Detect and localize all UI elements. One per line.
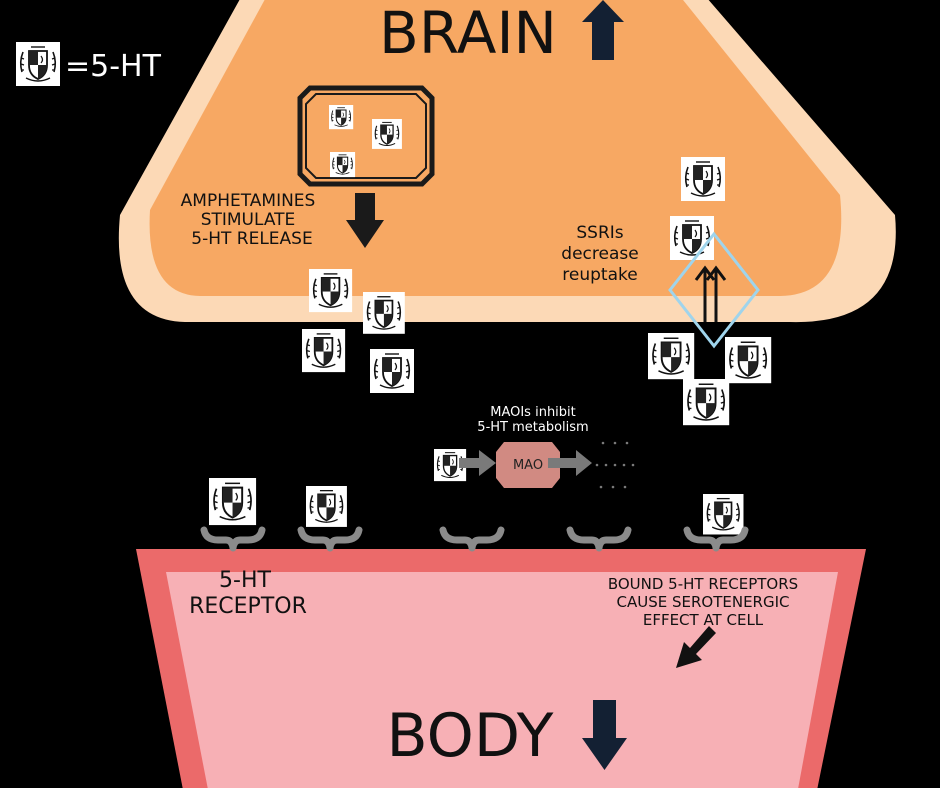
receptor bbox=[443, 530, 501, 548]
release-arrow-icon bbox=[346, 193, 384, 248]
receptors bbox=[204, 530, 745, 548]
amphetamine-line-1: AMPHETAMINES bbox=[181, 191, 316, 211]
released-5ht-icon bbox=[369, 348, 415, 394]
reuptake-5ht-icon bbox=[669, 215, 715, 261]
body-inner-shape bbox=[166, 572, 838, 788]
body-cell: BODY 5-HT RECEPTOR BOUND 5-HT RECEPTORS … bbox=[136, 549, 866, 788]
receptor-line-1: 5-HT bbox=[219, 568, 271, 593]
released-5ht-icon bbox=[308, 268, 354, 314]
cleft-5ht-icon bbox=[682, 378, 731, 427]
metabolite-dots bbox=[595, 441, 635, 489]
brain-inner-shape bbox=[149, 0, 842, 296]
vesicle-5ht-icon bbox=[371, 118, 403, 150]
legend: =5-HT bbox=[15, 41, 162, 87]
mao-metabolism: MAOIs inhibit 5-HT metabolism MAO bbox=[433, 405, 635, 489]
receptor bbox=[301, 530, 359, 548]
receptor-line-2: RECEPTOR bbox=[189, 594, 307, 619]
ssri-line-1: SSRIs bbox=[576, 223, 623, 243]
maoi-line-2: 5-HT metabolism bbox=[477, 420, 588, 435]
vesicle-5ht-icon bbox=[329, 151, 356, 178]
cleft-5ht-icon bbox=[647, 332, 696, 381]
released-5ht-icon bbox=[362, 291, 406, 335]
from-mao-arrow-icon bbox=[548, 450, 592, 476]
amphetamine-line-2: STIMULATE bbox=[201, 210, 296, 230]
vesicle-5ht-icon bbox=[328, 104, 354, 130]
reuptake-arrows-icon bbox=[694, 265, 727, 322]
ssri-note: SSRIs decrease reuptake bbox=[561, 223, 638, 285]
receptor bbox=[570, 530, 628, 548]
effect-arrow-icon bbox=[676, 626, 716, 668]
reuptake-transporter bbox=[668, 156, 760, 349]
receptor bbox=[204, 530, 262, 548]
to-mao-arrow-icon bbox=[459, 450, 496, 476]
mao-enzyme bbox=[496, 442, 560, 488]
body-title: BODY bbox=[387, 701, 554, 771]
maoi-line-1: MAOIs inhibit bbox=[490, 405, 576, 420]
vesicle bbox=[297, 85, 435, 187]
bound-note-line-3: EFFECT AT CELL bbox=[643, 611, 764, 629]
bound-note-line-2: CAUSE SEROTENERGIC bbox=[617, 593, 790, 611]
down-arrow-icon bbox=[582, 700, 627, 770]
amphetamine-note: AMPHETAMINES STIMULATE 5-HT RELEASE bbox=[181, 191, 384, 249]
brain-terminal: BRAIN bbox=[118, 0, 896, 323]
receptor-bound-5ht bbox=[208, 477, 745, 536]
reuptake-5ht-icon bbox=[680, 156, 726, 202]
bound-5ht-icon bbox=[702, 493, 745, 536]
released-5ht-icon bbox=[301, 328, 347, 374]
up-arrow-icon bbox=[582, 0, 624, 60]
bound-5ht-icon bbox=[305, 485, 348, 528]
brain-title: BRAIN bbox=[379, 0, 557, 67]
ssri-line-2: decrease bbox=[561, 244, 638, 264]
legend-label: =5-HT bbox=[65, 49, 162, 84]
amphetamine-line-3: 5-HT RELEASE bbox=[191, 229, 312, 249]
legend-crest-icon bbox=[15, 41, 61, 87]
ssri-line-3: reuptake bbox=[562, 265, 637, 285]
mao-label: MAO bbox=[513, 458, 543, 473]
transporter-diamond bbox=[668, 231, 760, 349]
bound-5ht-icon bbox=[208, 477, 258, 527]
bound-note-line-1: BOUND 5-HT RECEPTORS bbox=[608, 575, 798, 593]
cleft-5ht-icon bbox=[724, 336, 773, 385]
